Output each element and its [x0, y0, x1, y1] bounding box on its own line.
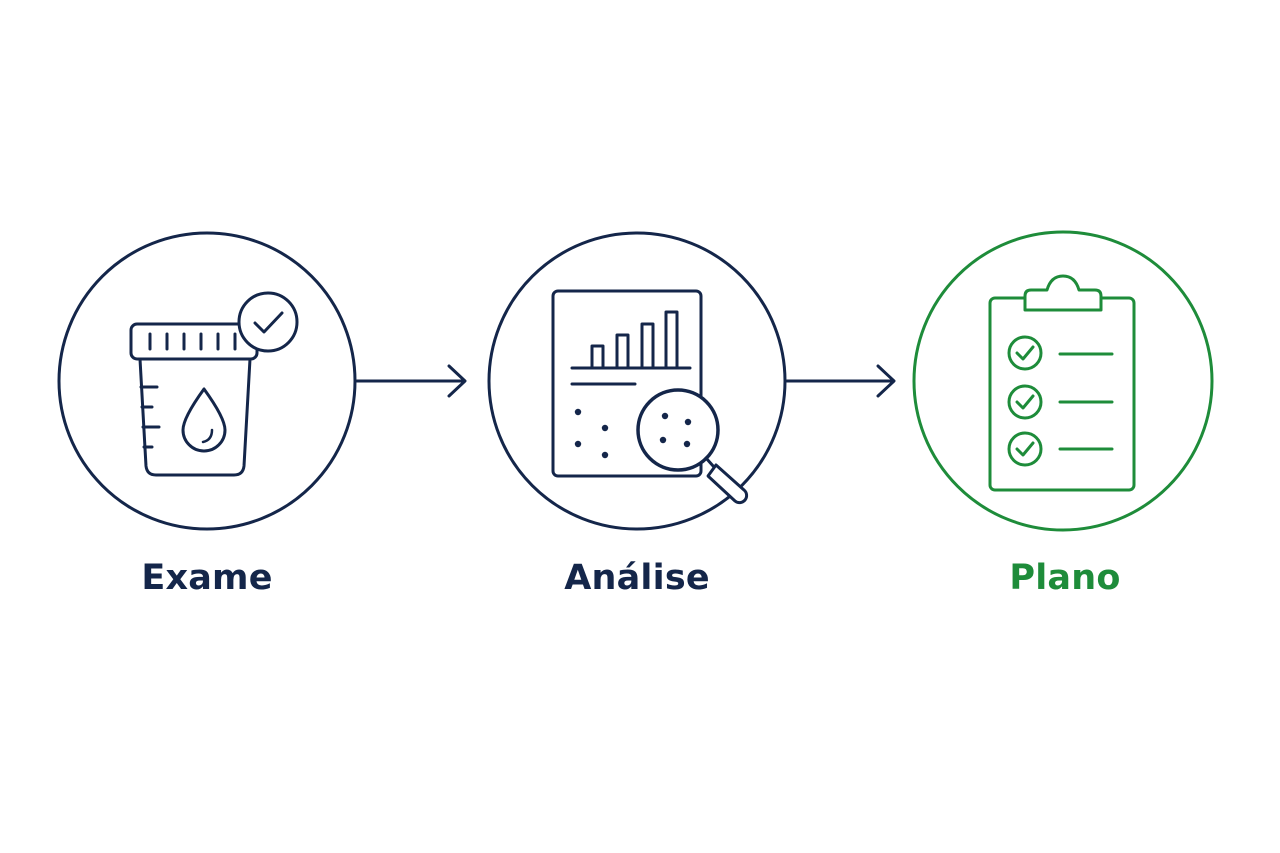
checklist-clipboard-icon	[988, 274, 1136, 492]
step-analise	[487, 231, 787, 531]
step-exame	[57, 231, 357, 531]
step-plano	[912, 230, 1214, 532]
step-label-exame: Exame	[141, 558, 273, 598]
check-badge-icon	[237, 291, 299, 353]
step-label-plano: Plano	[1009, 558, 1121, 598]
arrow-right-icon	[785, 364, 896, 398]
urine-sample-cup-icon	[129, 322, 259, 477]
report-magnifier-icon	[551, 289, 749, 505]
step-plano-circle	[912, 230, 1214, 532]
step-exame-circle	[57, 231, 357, 531]
arrow-right-icon	[355, 364, 467, 398]
step-analise-circle	[487, 231, 787, 531]
step-label-analise: Análise	[564, 558, 710, 598]
